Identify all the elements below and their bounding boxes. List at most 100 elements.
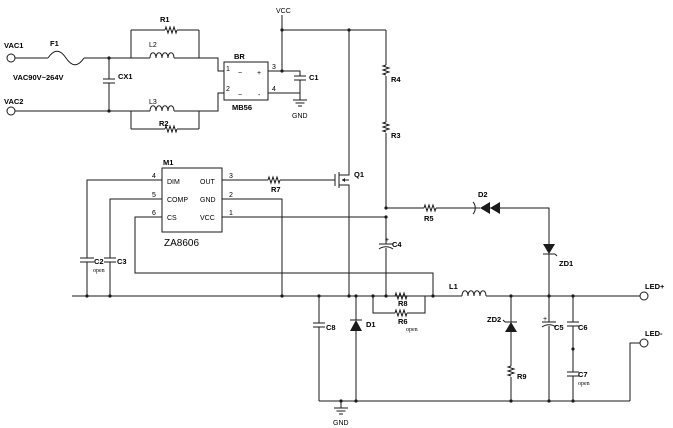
label-vac2: VAC2 xyxy=(4,97,23,106)
label-cx1: CX1 xyxy=(118,72,133,81)
label-r9: R9 xyxy=(517,372,527,381)
label-r7: R7 xyxy=(271,185,281,194)
label-d1: D1 xyxy=(366,320,376,329)
ic-pins-left xyxy=(148,179,162,218)
label-led-plus: LED+ xyxy=(645,282,665,291)
label-c5-plus: + xyxy=(543,316,547,323)
label-c6: C6 xyxy=(578,323,588,332)
label-r1: R1 xyxy=(160,15,170,24)
capacitor-c8 xyxy=(313,296,325,401)
wire xyxy=(130,29,200,58)
label-zd2: ZD2 xyxy=(487,315,501,324)
terminal-vac2 xyxy=(6,106,16,116)
label-l3: L3 xyxy=(149,99,157,106)
label-r4: R4 xyxy=(391,75,401,84)
wire-gnd-pin xyxy=(245,198,283,296)
label-br-pin1: 1 xyxy=(226,66,230,73)
capacitor-cx1 xyxy=(103,58,115,111)
resistor-r1 xyxy=(164,25,178,35)
label-led-minus: LED- xyxy=(645,329,663,338)
label-pin-gnd-num: 2 xyxy=(229,192,233,199)
label-pin-out-num: 3 xyxy=(229,173,233,180)
inductor-l2 xyxy=(131,52,199,59)
diode-d2 xyxy=(472,201,550,244)
terminal-led-minus xyxy=(639,338,649,348)
terminal-led-plus xyxy=(639,291,649,301)
label-pin-cs: CS xyxy=(167,215,177,222)
label-pin-vcc: VCC xyxy=(200,215,215,222)
wire xyxy=(629,342,640,401)
resistor-r2 xyxy=(164,124,178,134)
inductor-l1 xyxy=(449,290,640,297)
label-pin-vcc-num: 1 xyxy=(229,210,233,217)
capacitor-c4 xyxy=(378,217,394,296)
label-br-pin4: 4 xyxy=(272,86,276,93)
label-mb56: MB56 xyxy=(232,103,252,112)
inductor-l3 xyxy=(131,105,199,112)
label-c4-plus: + xyxy=(385,237,389,244)
label-br-pin3: 3 xyxy=(272,64,276,71)
label-l1: L1 xyxy=(449,282,458,291)
ic-m1 xyxy=(161,167,223,233)
zener-zd2 xyxy=(502,296,517,401)
label-za8606: ZA8606 xyxy=(164,238,199,249)
label-gnd-bottom: GND xyxy=(333,420,349,427)
label-pin-comp-num: 5 xyxy=(152,192,156,199)
capacitor-c5 xyxy=(541,296,557,401)
mosfet-q1 xyxy=(334,30,350,296)
label-zd1: ZD1 xyxy=(559,259,573,268)
label-br-ac2: ~ xyxy=(238,92,242,99)
label-f1: F1 xyxy=(50,39,59,48)
label-l2: L2 xyxy=(149,42,157,49)
label-c5: C5 xyxy=(554,323,564,332)
label-br-pin2: 2 xyxy=(226,86,230,93)
fuse-f1 xyxy=(47,50,85,66)
label-c7: C7 xyxy=(578,370,588,379)
label-gnd-top: GND xyxy=(292,113,308,120)
label-pin-comp: COMP xyxy=(167,197,188,204)
resistor-r7 xyxy=(245,175,335,185)
label-c2-open: open xyxy=(93,268,105,274)
capacitor-c1 xyxy=(282,70,306,96)
resistor-r5 xyxy=(386,203,473,213)
label-r2: R2 xyxy=(159,119,169,128)
label-pin-out: OUT xyxy=(200,179,216,186)
label-vcc: VCC xyxy=(276,8,291,15)
label-pin-cs-num: 6 xyxy=(152,210,156,217)
label-vac1: VAC1 xyxy=(4,41,23,50)
label-br-ac1: ~ xyxy=(238,70,242,77)
wire xyxy=(199,57,224,72)
label-r3: R3 xyxy=(391,131,401,140)
label-br: BR xyxy=(234,52,245,61)
label-r6-open: open xyxy=(406,327,418,333)
resistor-r4-r3-chain xyxy=(381,30,391,208)
label-pin-gnd: GND xyxy=(200,197,216,204)
label-pin-dim: DIM xyxy=(167,179,180,186)
label-br-plus: + xyxy=(257,70,261,77)
label-d2: D2 xyxy=(478,190,488,199)
label-c8: C8 xyxy=(326,323,336,332)
resistor-r6 xyxy=(372,296,426,318)
ic-pins-right xyxy=(222,179,245,218)
label-c3: C3 xyxy=(117,257,127,266)
label-c7-open: open xyxy=(578,381,590,387)
wire xyxy=(130,111,200,130)
label-q1: Q1 xyxy=(354,170,364,179)
resistor-r9 xyxy=(506,365,516,401)
label-c4: C4 xyxy=(392,240,402,249)
capacitor-c3 xyxy=(104,198,148,296)
ground-icon xyxy=(293,96,307,107)
label-r8: R8 xyxy=(398,299,408,308)
label-r5: R5 xyxy=(424,214,434,223)
label-c2: C2 xyxy=(94,257,104,266)
label-input-range: VAC90V~264V xyxy=(13,73,64,82)
label-br-minus: - xyxy=(258,92,261,99)
capacitor-c2 xyxy=(80,179,148,296)
label-m1: M1 xyxy=(163,158,173,167)
wire xyxy=(199,92,224,112)
label-pin-dim-num: 4 xyxy=(152,173,156,180)
ground-icon xyxy=(334,401,348,415)
resistor-r8 xyxy=(394,291,408,301)
